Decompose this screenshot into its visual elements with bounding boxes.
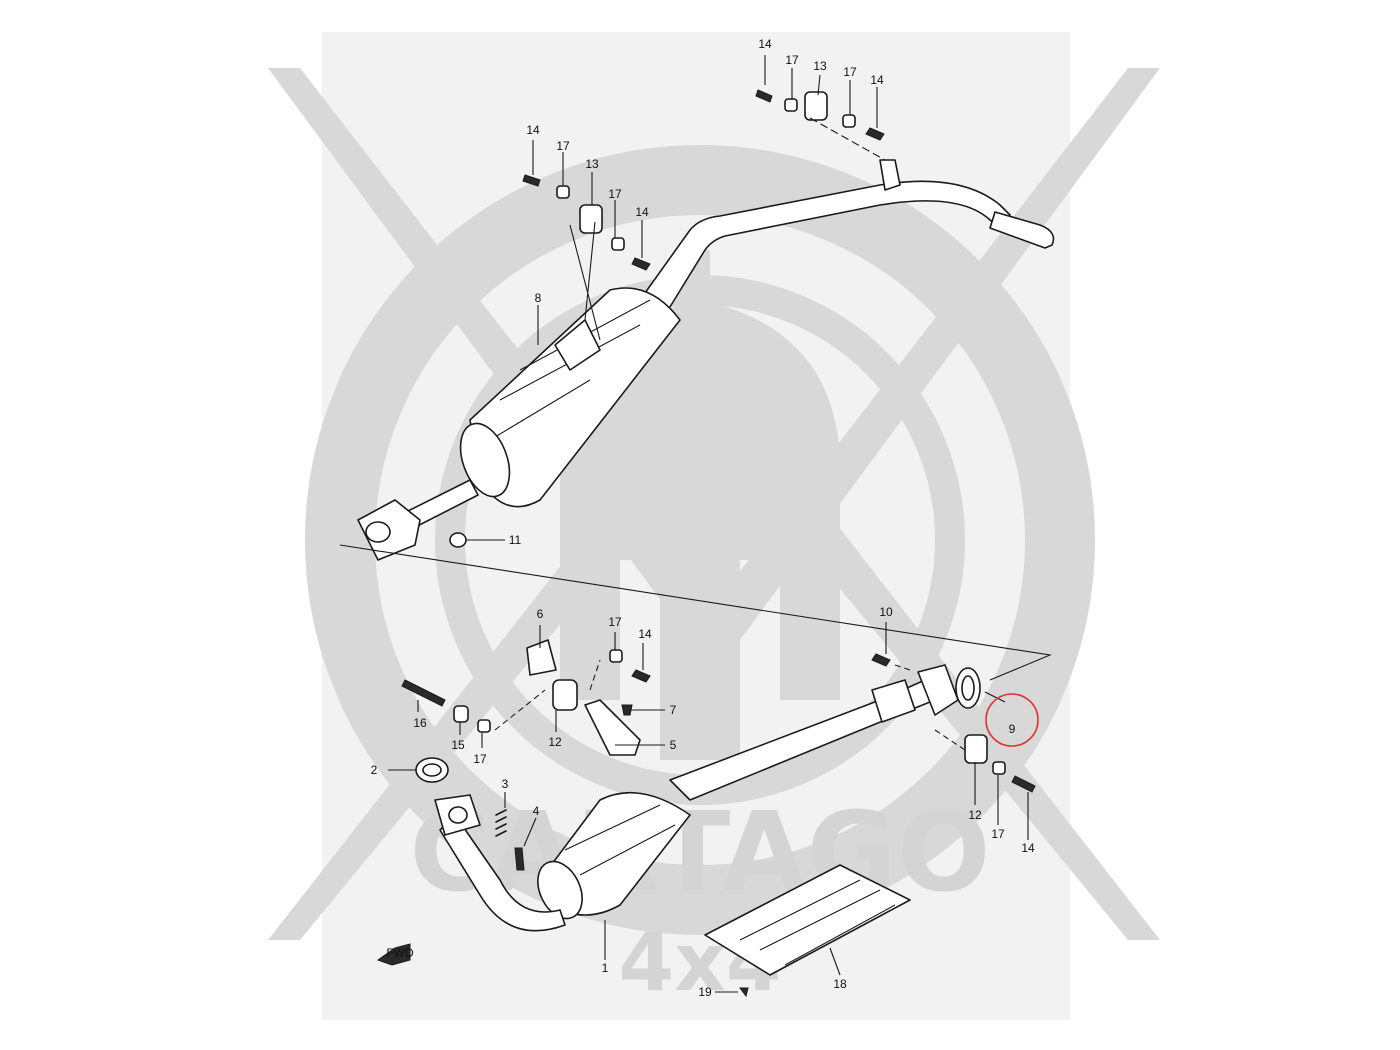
- watermark-gear-ring: [305, 145, 1095, 935]
- rubber-mount-12b: [964, 734, 988, 764]
- callout-17: 17: [991, 827, 1005, 841]
- callout-6: 6: [537, 607, 544, 621]
- callout-16: 16: [413, 716, 427, 730]
- bracket-6: [526, 639, 557, 676]
- callout-14: 14: [635, 205, 649, 219]
- muffler-flange-hole: [365, 521, 391, 543]
- callout-12: 12: [548, 735, 562, 749]
- bush-15: [453, 705, 469, 723]
- callout-14: 14: [758, 37, 772, 51]
- bush-17a: [784, 98, 798, 112]
- callout-17: 17: [785, 53, 799, 67]
- bush-17f: [477, 719, 491, 733]
- bush-17b: [842, 114, 856, 128]
- bush-17g: [992, 761, 1006, 775]
- lower-assembly: FWD: [376, 622, 1039, 998]
- catalytic-end-cap: [537, 860, 583, 920]
- bush-17e: [609, 649, 623, 663]
- callout-17: 17: [608, 187, 622, 201]
- gasket-9: [955, 667, 981, 709]
- callout-12: 12: [968, 808, 982, 822]
- callout-1: 1: [602, 961, 609, 975]
- callout-11: 11: [509, 533, 522, 547]
- callout-8: 8: [535, 291, 542, 305]
- callout-7: 7: [670, 703, 677, 717]
- upper-assembly: [339, 55, 1055, 681]
- callout-14: 14: [638, 627, 652, 641]
- bolt-14f: [1011, 775, 1036, 793]
- bolt-16: [401, 679, 446, 707]
- muffler-end-cap: [459, 422, 511, 498]
- callout-2: 2: [371, 763, 378, 777]
- callout-17: 17: [473, 752, 487, 766]
- bracket-5: [584, 699, 641, 756]
- muffler-hanger: [554, 319, 601, 371]
- nut-11: [449, 532, 467, 548]
- rubber-mount-13a: [804, 91, 828, 121]
- rubber-mount-13b: [579, 204, 603, 234]
- bolt-14d: [631, 257, 651, 271]
- callout-3: 3: [502, 777, 509, 791]
- fwd-label: FWD: [386, 946, 414, 960]
- bush-17c: [556, 185, 570, 199]
- callout-19: 19: [698, 985, 712, 999]
- clip-19: [739, 987, 749, 998]
- callout-labels: 14 17 13 17 14 14 17 13 17 14 8 11 6 17 …: [371, 37, 1035, 999]
- tailpipe-tip: [989, 211, 1055, 249]
- spring-3: [495, 809, 507, 837]
- bolt-14e: [631, 669, 651, 683]
- callout-13: 13: [813, 59, 827, 73]
- tailpipe-hanger: [879, 159, 901, 191]
- callout-4: 4: [533, 804, 540, 818]
- callout-10: 10: [879, 605, 893, 619]
- watermark-helmet-crest: [690, 250, 710, 330]
- callout-13: 13: [585, 157, 599, 171]
- callout-17: 17: [843, 65, 857, 79]
- nut-7: [621, 704, 633, 716]
- highlight-circle-part-9: [985, 693, 1039, 747]
- callout-5: 5: [670, 738, 677, 752]
- callout-15: 15: [451, 738, 465, 752]
- watermark-helmet: [560, 300, 840, 760]
- callout-9: 9: [1009, 722, 1016, 736]
- heat-shield-18: [704, 864, 911, 976]
- callout-14: 14: [526, 123, 540, 137]
- bolt-4: [514, 847, 525, 871]
- bolt-14c: [522, 174, 541, 187]
- center-pipe-hanger: [871, 679, 916, 723]
- bush-17d: [611, 237, 625, 251]
- gasket-2: [415, 757, 449, 783]
- callout-14: 14: [870, 73, 884, 87]
- fwd-arrow-icon: [376, 943, 411, 966]
- callout-17: 17: [608, 615, 622, 629]
- callout-14: 14: [1021, 841, 1035, 855]
- front-pipe: [439, 814, 566, 932]
- rubber-mount-12a: [552, 679, 578, 711]
- front-pipe-flange-hole: [448, 806, 468, 824]
- bolt-14b: [865, 127, 885, 141]
- callout-18: 18: [833, 977, 847, 991]
- callout-17: 17: [556, 139, 570, 153]
- bolt-10: [871, 653, 891, 667]
- bolt-14a: [755, 89, 773, 103]
